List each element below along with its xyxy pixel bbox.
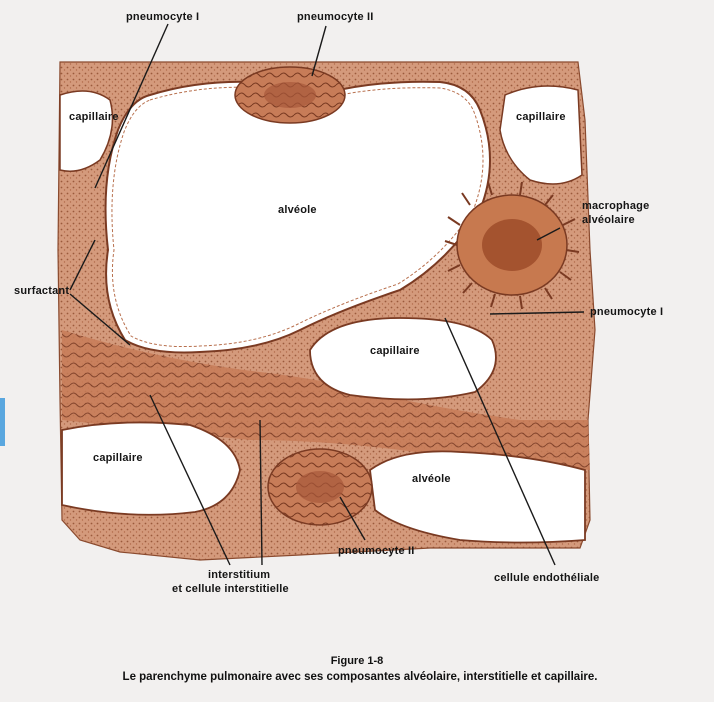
capillaire-top-left [59, 90, 114, 172]
label-pneumocyte-i-right: pneumocyte I [590, 306, 664, 318]
label-capillaire-top-left: capillaire [69, 111, 119, 123]
alveole-bottom [369, 450, 586, 544]
label-pneumocyte-ii-bottom: pneumocyte II [338, 545, 415, 557]
label-interstitium-line2: et cellule interstitielle [172, 583, 289, 595]
label-capillaire-center: capillaire [370, 345, 420, 357]
capillaire-bottom-left [61, 421, 241, 516]
interstitium-band [62, 330, 590, 470]
leader-lines [69, 23, 585, 566]
label-capillaire-top-right: capillaire [516, 111, 566, 123]
alveole-main [104, 80, 491, 354]
label-pneumocyte-ii-top: pneumocyte II [297, 11, 374, 23]
label-macrophage-line1: macrophage [582, 200, 650, 212]
figure-number: Figure 1-8 [330, 655, 384, 667]
capillaire-top-right [499, 85, 583, 185]
macrophage [444, 181, 580, 310]
figure-caption: Le parenchyme pulmonaire avec ses compos… [122, 671, 598, 683]
label-surfactant: surfactant [14, 285, 70, 297]
label-macrophage-line2: alvéolaire [582, 214, 635, 226]
label-alveole-bottom: alvéole [412, 473, 451, 485]
label-interstitium-line1: interstitium [208, 569, 271, 581]
label-capillaire-bottom-left: capillaire [93, 452, 143, 464]
capillaire-center [309, 317, 497, 401]
label-cellule-endotheliale: cellule endothéliale [494, 572, 600, 584]
edge-marker [0, 398, 5, 446]
label-pneumocyte-i-top: pneumocyte I [126, 11, 200, 23]
label-alveole-main: alvéole [278, 204, 317, 216]
